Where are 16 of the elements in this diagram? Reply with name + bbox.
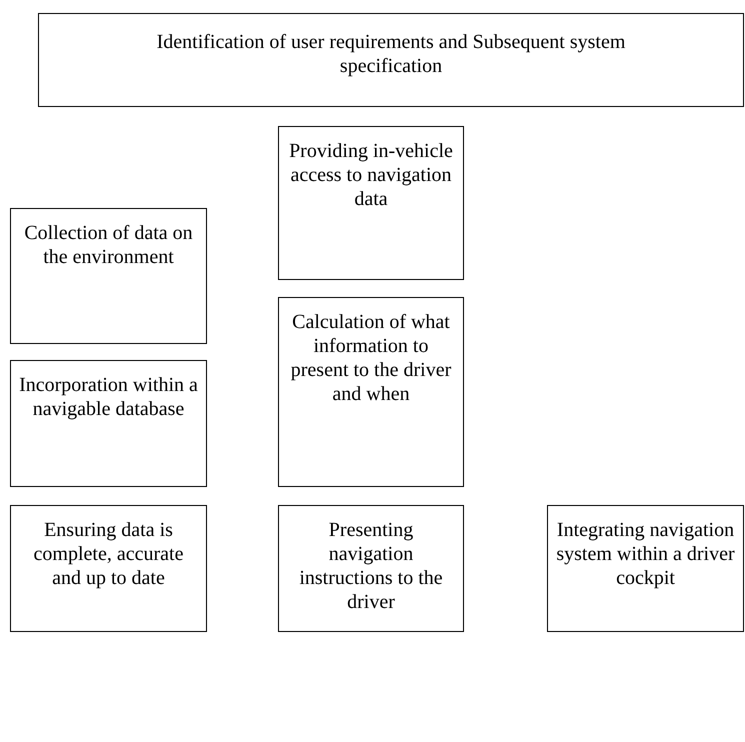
box-text: Ensuring data is complete, accurate and up to date	[32, 518, 184, 590]
box-text: Calculation of what information to present to the driver and when	[290, 310, 452, 406]
process-box	[547, 505, 744, 632]
process-box	[278, 505, 464, 632]
process-box	[278, 297, 464, 487]
box-text: Incorporation within a navigable database	[19, 373, 198, 421]
box-text: Presenting navigation instructions to the driver	[298, 518, 444, 614]
box-text: Identification of user requirements and Subsequent system specification	[156, 30, 626, 78]
box-text: Integrating navigation system within a driver cockpit	[556, 518, 735, 590]
process-box	[10, 208, 207, 344]
process-box	[278, 126, 464, 280]
process-box	[10, 505, 207, 632]
box-text: Providing in-vehicle access to navigation data	[288, 139, 454, 211]
process-box	[38, 13, 744, 107]
box-text: Collection of data on the environment	[23, 221, 194, 269]
process-box	[10, 360, 207, 487]
